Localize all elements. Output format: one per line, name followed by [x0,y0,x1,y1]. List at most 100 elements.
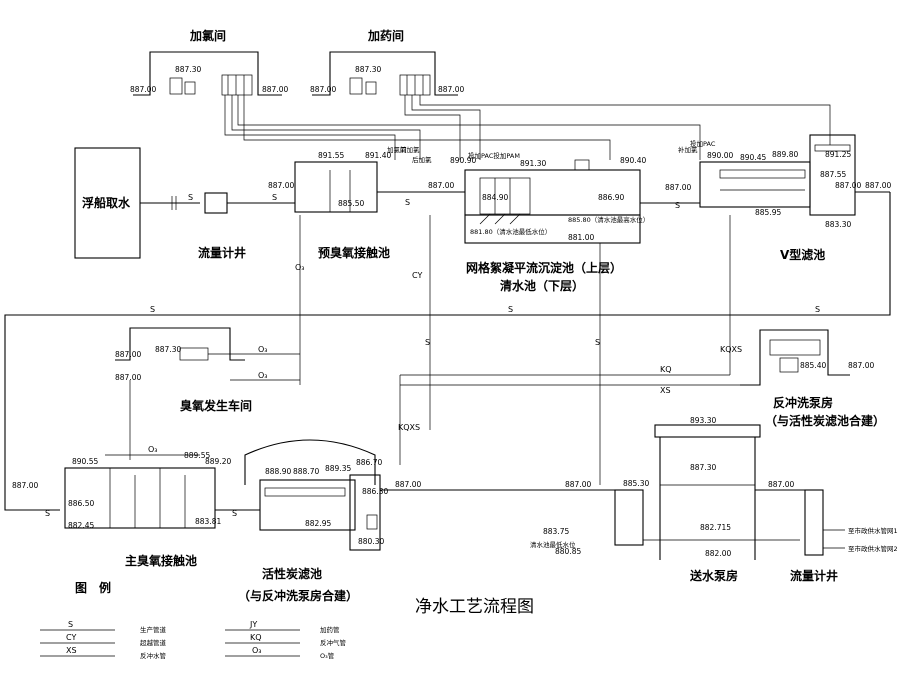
svg-text:886.90: 886.90 [598,193,624,202]
svg-text:加药管: 加药管 [320,625,340,634]
svg-text:888.70: 888.70 [293,467,319,476]
svg-text:KQXS: KQXS [398,423,420,432]
chemical-lines [224,95,831,160]
svg-text:前加氯: 前加氯 [400,145,420,154]
svg-text:884.90: 884.90 [482,193,508,202]
vertical-lines: O₃ CY S S [295,215,731,485]
svg-text:889.80: 889.80 [772,150,798,159]
svg-text:XS: XS [660,386,671,395]
backwash-pump-house: 885.40 887.00 反冲洗泵房 （与活性炭滤池合建） [740,329,885,428]
svg-text:CY: CY [412,271,422,280]
svg-text:887.55: 887.55 [820,170,846,179]
elev: 887.30 [175,65,201,74]
dosing-room-label: 加药间 [367,28,404,43]
pump-station-label: 送水泵房 [689,568,738,583]
svg-text:885.50: 885.50 [338,199,364,208]
svg-text:882.00: 882.00 [705,549,731,558]
elev: 887.30 [355,65,381,74]
svg-text:890.40: 890.40 [620,156,646,165]
svg-text:890.90: 890.90 [450,156,476,165]
carbon-filter: 888.90 888.70 889.35 886.70 886.30 882.9… [238,439,615,603]
carbon-filter-label: 活性炭滤池 [262,566,322,581]
svg-text:S: S [232,509,237,518]
svg-text:S: S [150,305,155,314]
floc-sed-tank: 890.90 891.30 890.40 884.90 886.90 885.8… [450,145,700,293]
svg-text:891.25: 891.25 [825,150,851,159]
svg-text:S: S [188,193,193,202]
floc-upper-label: 网格絮凝平流沉淀池（上层） [466,260,622,275]
svg-text:KQ: KQ [250,633,262,642]
svg-text:O₃: O₃ [258,371,268,380]
svg-text:至市政供水管网1: 至市政供水管网1 [848,526,898,535]
svg-text:888.90: 888.90 [265,467,291,476]
svg-text:S: S [815,305,820,314]
carbon-filter-sublabel: （与反冲洗泵房合建） [238,588,358,603]
svg-text:882.715: 882.715 [700,523,731,532]
diagram-title: 净水工艺流程图 [415,597,534,617]
svg-text:886.70: 886.70 [356,458,382,467]
production-line-1: S S 887.00 流量计井 [140,181,295,260]
pump-station: 885.30 893.30 887.30 882.715 882.00 883.… [530,416,805,583]
svg-text:O₃: O₃ [295,263,305,272]
svg-text:S: S [45,509,50,518]
svg-text:投加PAC投加PAM: 投加PAC投加PAM [468,151,520,160]
svg-text:投加PAC: 投加PAC [690,139,716,148]
svg-text:清水池最低水位: 清水池最低水位 [530,540,576,549]
svg-text:O₃: O₃ [258,345,268,354]
svg-text:S: S [272,193,277,202]
pre-ozone-tank: 891.55 891.40 885.50 预臭氧接触池 887.00 S 加氯间… [294,145,465,260]
svg-text:S: S [405,198,410,207]
svg-text:O₃管: O₃管 [320,651,335,660]
svg-text:887.00: 887.00 [848,361,874,370]
v-filter: 890.00 890.45 889.80 891.25 887.55 887.0… [4,134,891,511]
svg-text:883.75: 883.75 [543,527,569,536]
svg-text:889.20: 889.20 [205,457,231,466]
dosing-room: 加药间 887.30 887.00 887.00 [310,28,464,96]
svg-text:887.30: 887.30 [155,345,181,354]
svg-text:886.30: 886.30 [362,487,388,496]
svg-text:887.00: 887.00 [395,480,421,489]
elev: 887.00 [438,85,464,94]
svg-text:反冲水管: 反冲水管 [140,651,167,660]
svg-text:891.30: 891.30 [520,159,546,168]
svg-text:883.81: 883.81 [195,517,221,526]
ozone-gen-label: 臭氧发生车间 [180,398,252,413]
svg-text:882.95: 882.95 [305,519,331,528]
main-ozone-tank: O₃ 890.55 889.55 889.20 887.00 886.50 88… [12,445,260,568]
flow-well-1-label: 流量计井 [198,245,246,260]
svg-text:880.30: 880.30 [358,537,384,546]
svg-text:KQXS: KQXS [720,345,742,354]
legend-heading: 图 例 [75,580,111,595]
legend: 图 例 S 生产管道 CY 超越管道 XS 反冲水管 JY 加药管 KQ 反冲气… [40,580,347,660]
svg-text:887.00: 887.00 [665,183,691,192]
v-filter-label: V型滤池 [780,247,825,262]
svg-text:生产管道: 生产管道 [140,625,167,634]
svg-text:887.00: 887.00 [115,373,141,382]
svg-text:887.00: 887.00 [768,480,794,489]
svg-text:889.35: 889.35 [325,464,351,473]
svg-text:至市政供水管网2: 至市政供水管网2 [848,544,898,553]
svg-text:S: S [675,201,680,210]
svg-text:S: S [68,620,73,629]
svg-text:XS: XS [66,646,77,655]
svg-text:S: S [425,338,430,347]
svg-text:超越管道: 超越管道 [140,638,167,647]
raw-intake-label: 浮船取水 [82,195,131,210]
svg-text:S: S [595,338,600,347]
svg-text:887.00: 887.00 [865,181,891,190]
flow-well-2-label: 流量计井 [790,568,838,583]
svg-text:反冲气管: 反冲气管 [320,638,347,647]
svg-text:JY: JY [249,620,257,629]
svg-text:886.50: 886.50 [68,499,94,508]
raw-intake: 浮船取水 [74,147,141,259]
backwash-sublabel: （与活性炭滤池合建） [765,413,885,428]
svg-text:891.40: 891.40 [365,151,391,160]
main-ozone-label: 主臭氧接触池 [125,553,197,568]
svg-text:补加氯: 补加氯 [678,145,698,154]
elev: 887.00 [310,85,336,94]
svg-text:KQ: KQ [660,365,672,374]
svg-text:887.00: 887.00 [428,181,454,190]
chlorination-room-label: 加氯间 [189,28,226,43]
svg-text:891.55: 891.55 [318,151,344,160]
flow-well-2: 至市政供水管网1 至市政供水管网2 流量计井 [790,489,898,583]
